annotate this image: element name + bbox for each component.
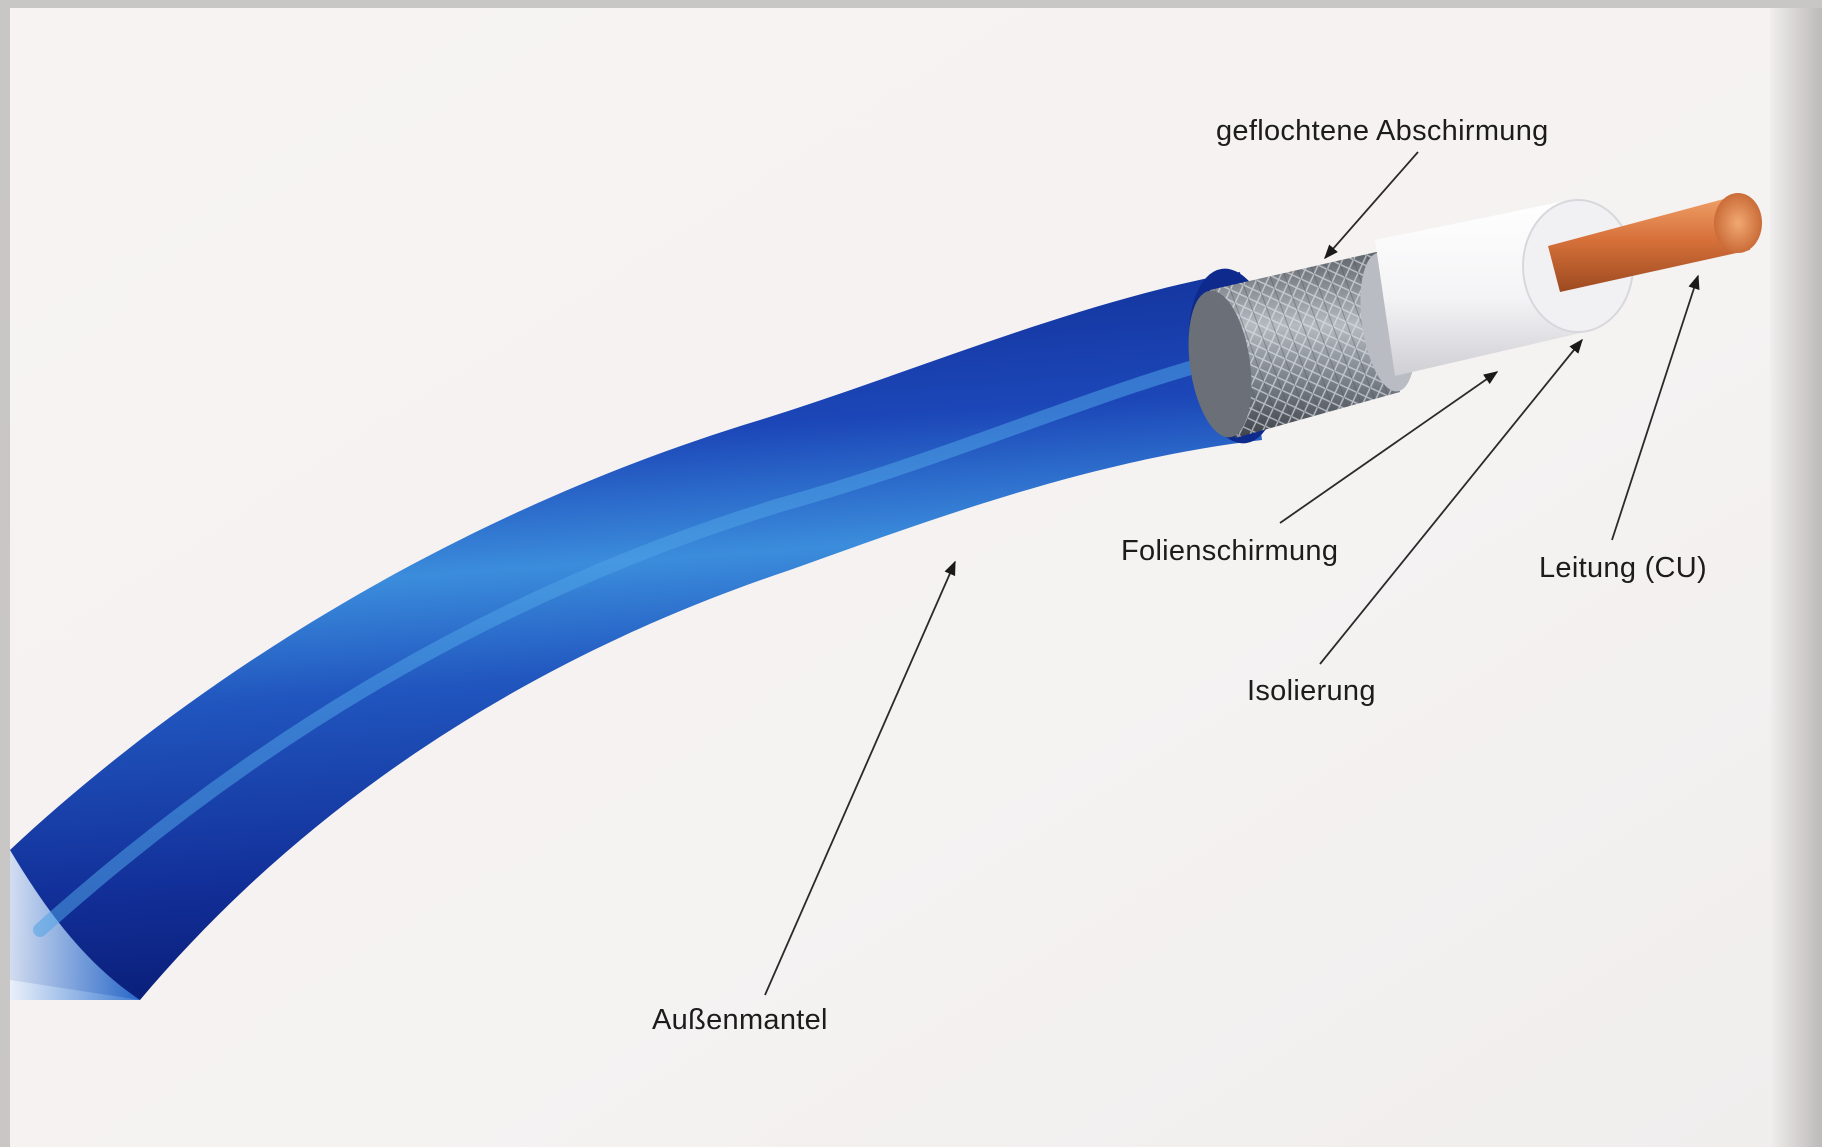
cable-copper-end-face — [1714, 193, 1762, 253]
label-foil-shield: Folienschirmung — [1121, 535, 1338, 567]
label-conductor: Leitung (CU) — [1539, 552, 1707, 584]
label-insulation: Isolierung — [1247, 675, 1376, 707]
paper-background — [10, 8, 1782, 1147]
label-outer-jacket: Außenmantel — [652, 1004, 828, 1036]
label-braided-shield: geflochtene Abschirmung — [1216, 115, 1549, 147]
page-edge-shadow — [1770, 8, 1822, 1147]
